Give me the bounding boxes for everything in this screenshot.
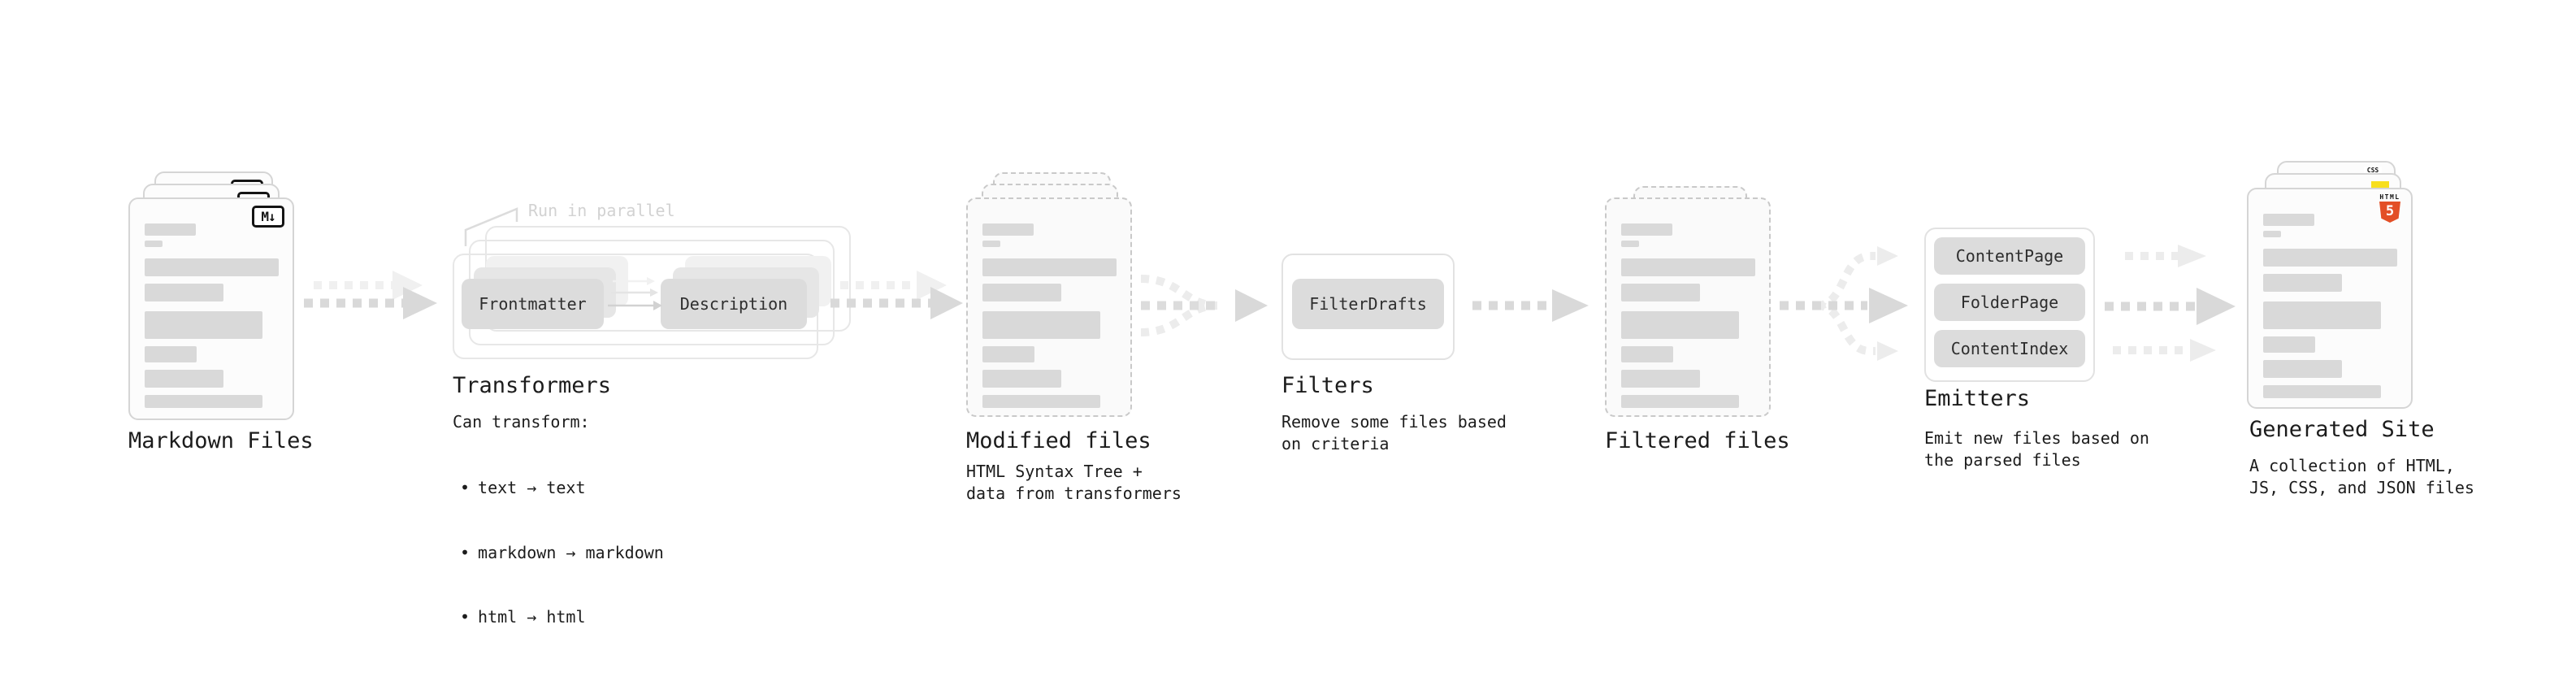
generated-site-title: Generated Site xyxy=(2249,417,2435,442)
run-in-parallel-annotation: Run in parallel xyxy=(528,201,675,220)
document-content-placeholder xyxy=(2263,214,2397,398)
contentindex-chip: ContentIndex xyxy=(1934,330,2085,367)
generated-site-caption: A collection of HTML, JS, CSS, and JSON … xyxy=(2249,456,2474,497)
flow-arrow-markdown-to-transformers xyxy=(304,271,437,319)
markdown-file-card-front: M↓ xyxy=(128,197,294,420)
flow-arrow-split-into-emitters xyxy=(1780,246,1908,361)
contentpage-chip: ContentPage xyxy=(1934,237,2085,275)
emitters-title: Emitters xyxy=(1924,386,2031,411)
document-content-placeholder xyxy=(145,223,279,408)
flow-arrow-transformers-to-modified xyxy=(830,271,963,319)
modified-files-title: Modified files xyxy=(966,428,1151,453)
generated-html-file-card: HTML 5 xyxy=(2247,188,2413,409)
emitters-caption: Emit new files based on the parsed files xyxy=(1924,428,2149,470)
transformers-title: Transformers xyxy=(453,373,612,398)
capability-item: html → html xyxy=(455,606,664,628)
flow-arrows-emitters-to-site xyxy=(2105,245,2236,362)
folderpage-chip: FolderPage xyxy=(1934,284,2085,321)
transformers-caption-title: Can transform: xyxy=(453,412,590,432)
filtered-files-title: Filtered files xyxy=(1605,428,1790,453)
capability-item: text → text xyxy=(455,477,664,499)
document-content-placeholder xyxy=(982,223,1117,408)
filtered-file-card-front xyxy=(1605,197,1771,417)
flow-arrow-filters-to-filtered xyxy=(1472,289,1589,322)
filterdrafts-chip: FilterDrafts xyxy=(1292,279,1444,329)
annotation-leader-line xyxy=(464,207,518,246)
filters-title: Filters xyxy=(1281,373,1374,398)
transform-step-arrows xyxy=(608,277,662,310)
html5-logo-icon: HTML 5 xyxy=(2378,193,2402,223)
markdown-icon: M↓ xyxy=(252,206,284,228)
frontmatter-chip: Frontmatter xyxy=(462,279,604,329)
markdown-files-title: Markdown Files xyxy=(128,428,314,453)
modified-file-card-front xyxy=(966,197,1132,417)
document-content-placeholder xyxy=(1621,223,1755,408)
flow-arrow-merge-into-filters xyxy=(1140,275,1268,336)
js-file-icon xyxy=(2371,181,2389,190)
capability-item: markdown → markdown xyxy=(455,542,664,564)
description-chip: Description xyxy=(661,279,807,329)
filters-caption: Remove some files based on criteria xyxy=(1281,412,1507,453)
modified-files-caption: HTML Syntax Tree + data from transformer… xyxy=(966,462,1182,503)
transformers-capabilities-list: text → text markdown → markdown html → h… xyxy=(455,434,664,671)
